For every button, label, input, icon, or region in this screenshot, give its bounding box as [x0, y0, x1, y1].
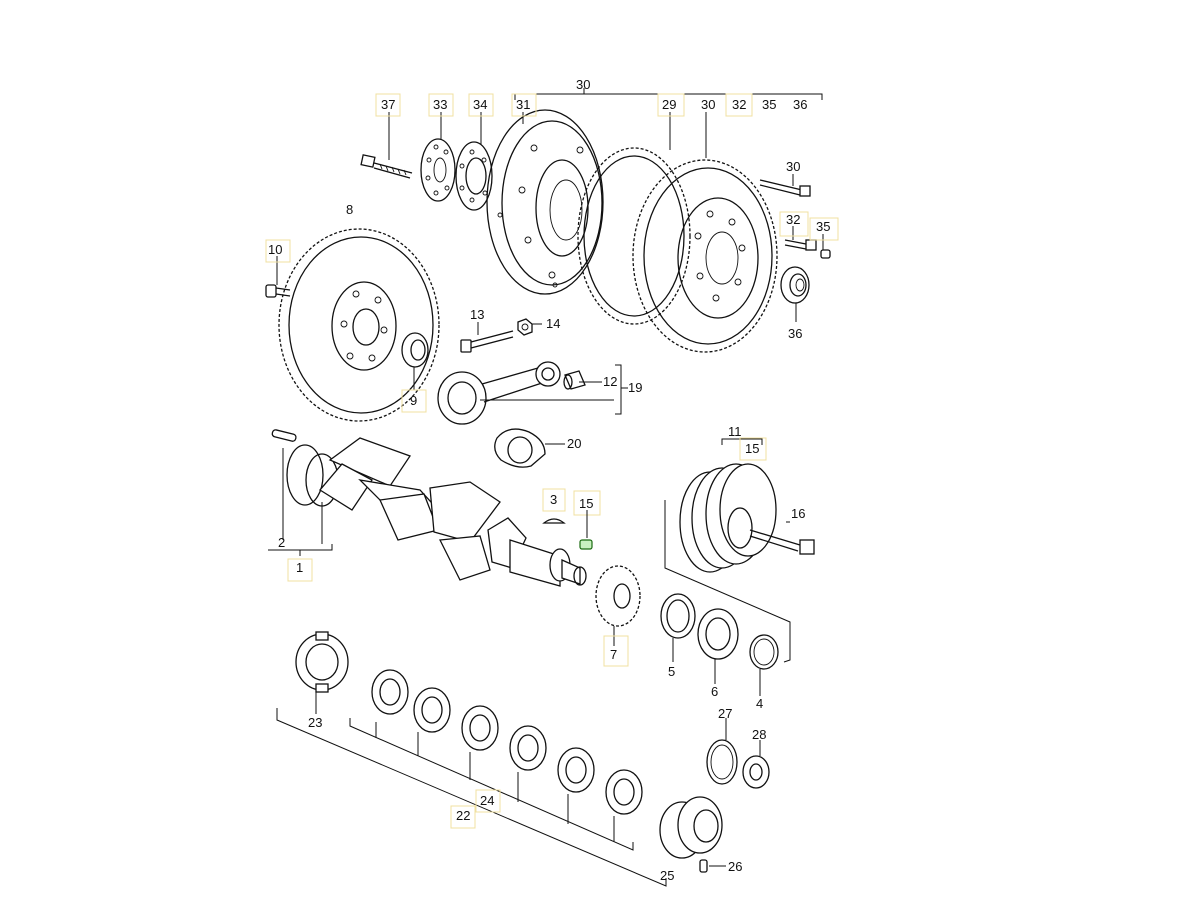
part-13-rod-bolt[interactable]: [460, 330, 514, 353]
part-27-washer[interactable]: [742, 755, 770, 789]
part-14-nut[interactable]: [517, 318, 533, 336]
part-36-bearing[interactable]: [780, 266, 810, 304]
part-6-spacer[interactable]: [697, 608, 739, 660]
part-5-ring[interactable]: [660, 593, 696, 639]
part-33-shim-plate[interactable]: [420, 138, 456, 202]
callout-22[interactable]: 23: [308, 715, 322, 730]
callout-9[interactable]: 9: [410, 393, 417, 408]
callout-34[interactable]: 34: [473, 97, 487, 112]
part-2-dowel-pin[interactable]: [271, 429, 297, 442]
callout-15[interactable]: 15: [579, 496, 593, 511]
callout-25[interactable]: 26: [728, 859, 742, 874]
part-30-bolt[interactable]: [759, 179, 811, 197]
callout-19[interactable]: 19: [628, 380, 642, 395]
part-4-seal-ring[interactable]: [749, 634, 779, 670]
callout-3[interactable]: 3: [550, 492, 557, 507]
callout-27[interactable]: 28: [752, 727, 766, 742]
callout-33[interactable]: 33: [433, 97, 447, 112]
part-1-crankshaft[interactable]: [286, 437, 587, 587]
part-35-cap[interactable]: [820, 249, 831, 259]
callout-16[interactable]: 16: [791, 506, 805, 521]
callout-29[interactable]: 29: [662, 97, 676, 112]
bracket-23: [349, 718, 634, 851]
part-12-bushing[interactable]: [563, 370, 586, 390]
callout-15-pulley[interactable]: 15: [745, 441, 759, 456]
part-32-bolt[interactable]: [784, 239, 817, 251]
callout-numbers: 30 37 33 34 31 29 30 32 35 36 30 8 32 35…: [268, 77, 830, 883]
part-9-bearing[interactable]: [401, 332, 429, 368]
callout-2[interactable]: 2: [278, 535, 285, 550]
callout-28[interactable]: 30: [576, 77, 590, 92]
callout-11[interactable]: 11: [728, 424, 742, 439]
part-22-thrust-bearing[interactable]: [295, 631, 349, 693]
part-11-pulley[interactable]: [679, 463, 777, 573]
part-29-ring-gear[interactable]: [577, 147, 691, 325]
callout-35-top[interactable]: 35: [762, 97, 776, 112]
callout-32[interactable]: 32: [786, 212, 800, 227]
part-10-bolt[interactable]: [265, 284, 291, 298]
part-19-connecting-rod[interactable]: [437, 361, 561, 425]
part-31-flywheel-housing[interactable]: [486, 109, 604, 295]
callout-highlights: [265, 93, 839, 829]
callout-26[interactable]: 27: [718, 706, 732, 721]
part-20-rod-bearing[interactable]: [494, 428, 546, 468]
callout-6[interactable]: 6: [711, 684, 718, 699]
leader-lines: [276, 112, 824, 867]
part-24-bearing-sleeve[interactable]: [659, 796, 723, 859]
callout-14[interactable]: 14: [546, 316, 560, 331]
part-25-pin[interactable]: [699, 859, 708, 873]
part-16-bolt[interactable]: [749, 529, 815, 555]
part-3-woodruff-key[interactable]: [542, 518, 566, 524]
bracket-11: [721, 438, 763, 445]
callout-35[interactable]: 35: [816, 219, 830, 234]
callout-23[interactable]: 24: [480, 793, 494, 808]
callout-7[interactable]: 7: [610, 647, 617, 662]
callout-32-top[interactable]: 32: [732, 97, 746, 112]
callout-24[interactable]: 25: [660, 868, 674, 883]
bracket-19: [615, 364, 622, 415]
part-15-pin-highlighted[interactable]: [579, 539, 593, 550]
callout-37[interactable]: 37: [381, 97, 395, 112]
part-26-o-ring[interactable]: [706, 739, 738, 785]
part-23-main-bearings[interactable]: [371, 669, 643, 815]
callout-30-top[interactable]: 30: [701, 97, 715, 112]
callout-12[interactable]: 12: [603, 374, 617, 389]
callout-8[interactable]: 8: [346, 202, 353, 217]
callout-30[interactable]: 30: [786, 159, 800, 174]
bracket-21: [276, 708, 667, 887]
part-37-bolt[interactable]: [360, 154, 413, 179]
part-34-plate[interactable]: [455, 141, 493, 211]
bracket-1: [268, 544, 333, 551]
bracket-pulley: [664, 500, 791, 663]
callout-21[interactable]: 22: [456, 808, 470, 823]
callout-36-top[interactable]: 36: [793, 97, 807, 112]
callout-13[interactable]: 13: [470, 307, 484, 322]
callout-36[interactable]: 36: [788, 326, 802, 341]
callout-4[interactable]: 4: [756, 696, 763, 711]
part-30-flywheel[interactable]: [632, 159, 778, 353]
callout-10[interactable]: 10: [268, 242, 282, 257]
part-7-timing-gear[interactable]: [595, 565, 641, 627]
callout-20[interactable]: 20: [567, 436, 581, 451]
callout-1[interactable]: 1: [296, 560, 303, 575]
part-8-flywheel[interactable]: [278, 228, 440, 422]
callout-31[interactable]: 31: [516, 97, 530, 112]
callout-5[interactable]: 5: [668, 664, 675, 679]
